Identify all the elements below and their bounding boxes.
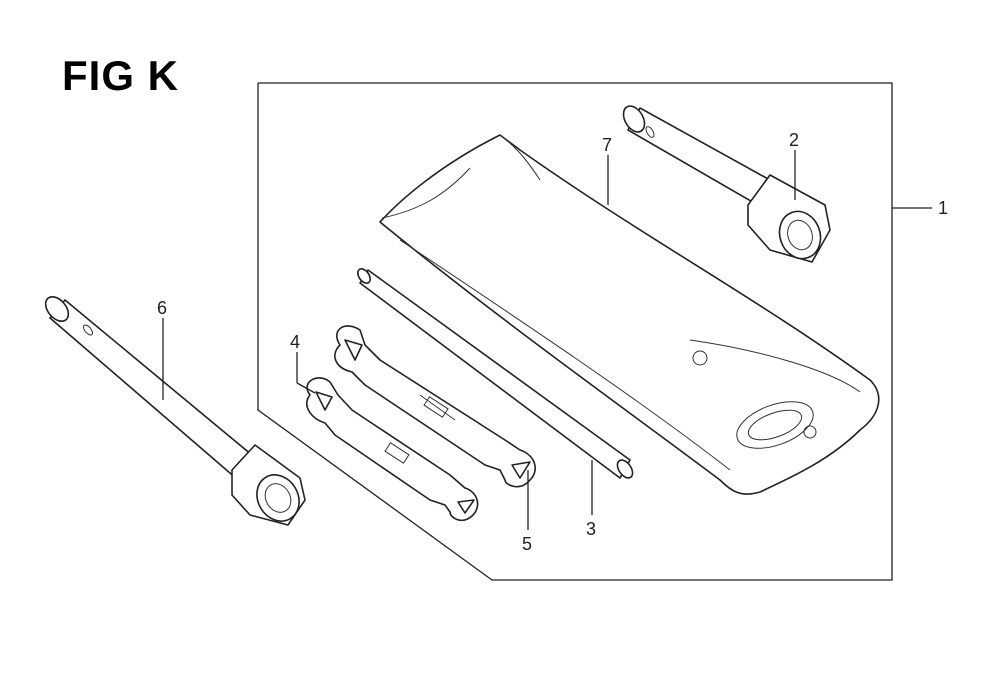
figure-title: FIG K	[62, 52, 179, 99]
callout-3: 3	[586, 519, 596, 539]
open-end-wrench-upper-part[interactable]	[334, 325, 536, 488]
assembly-boundary	[257, 82, 893, 581]
callout-1: 1	[938, 198, 948, 218]
callout-2: 2	[789, 130, 799, 150]
callout-7: 7	[602, 135, 612, 155]
leader-line-4b	[296, 382, 316, 394]
box-wrench-short-part[interactable]	[619, 102, 831, 264]
box-wrench-long-part[interactable]	[41, 292, 307, 528]
tommy-bar-part[interactable]	[355, 267, 635, 481]
callout-5: 5	[522, 534, 532, 554]
callout-6: 6	[157, 298, 167, 318]
tool-bag-part[interactable]	[379, 134, 880, 495]
open-end-wrench-lower-part[interactable]	[306, 377, 479, 522]
callout-4: 4	[290, 332, 300, 352]
